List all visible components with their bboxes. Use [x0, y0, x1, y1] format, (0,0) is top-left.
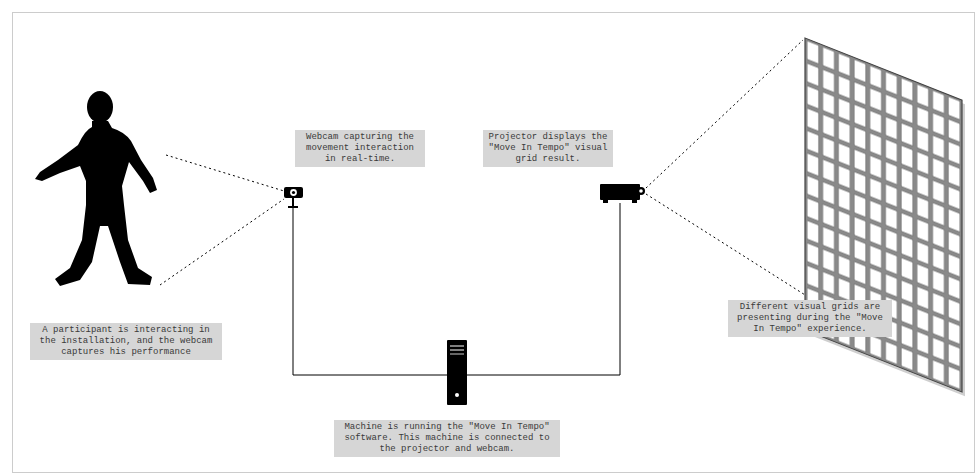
view-line	[166, 155, 284, 191]
caption-text: Projector displays the "Move In Tempo" v…	[487, 132, 609, 165]
caption-box: Webcam capturing the movement interactio…	[295, 130, 425, 167]
caption-text: Machine is running the "Move In Tempo" s…	[338, 422, 556, 455]
caption-text: A participant is interacting in the inst…	[34, 325, 218, 358]
caption-text: Webcam capturing the movement interactio…	[299, 132, 421, 165]
projection-line	[646, 40, 803, 188]
projector-icon	[600, 184, 645, 203]
caption-box: Machine is running the "Move In Tempo" s…	[334, 420, 560, 457]
computer-tower	[447, 340, 467, 405]
caption-box: Projector displays the "Move In Tempo" v…	[483, 130, 613, 167]
cable	[293, 208, 447, 375]
page-frame	[13, 13, 975, 473]
cable	[467, 203, 620, 375]
participant-silhouette	[35, 91, 157, 286]
visual-grid	[805, 38, 965, 396]
view-line	[160, 199, 284, 285]
caption-box: A participant is interacting in the inst…	[30, 323, 222, 360]
caption-text: Different visual grids are presenting du…	[732, 302, 888, 335]
caption-box: Different visual grids are presenting du…	[728, 300, 892, 337]
webcam-icon	[284, 187, 303, 207]
